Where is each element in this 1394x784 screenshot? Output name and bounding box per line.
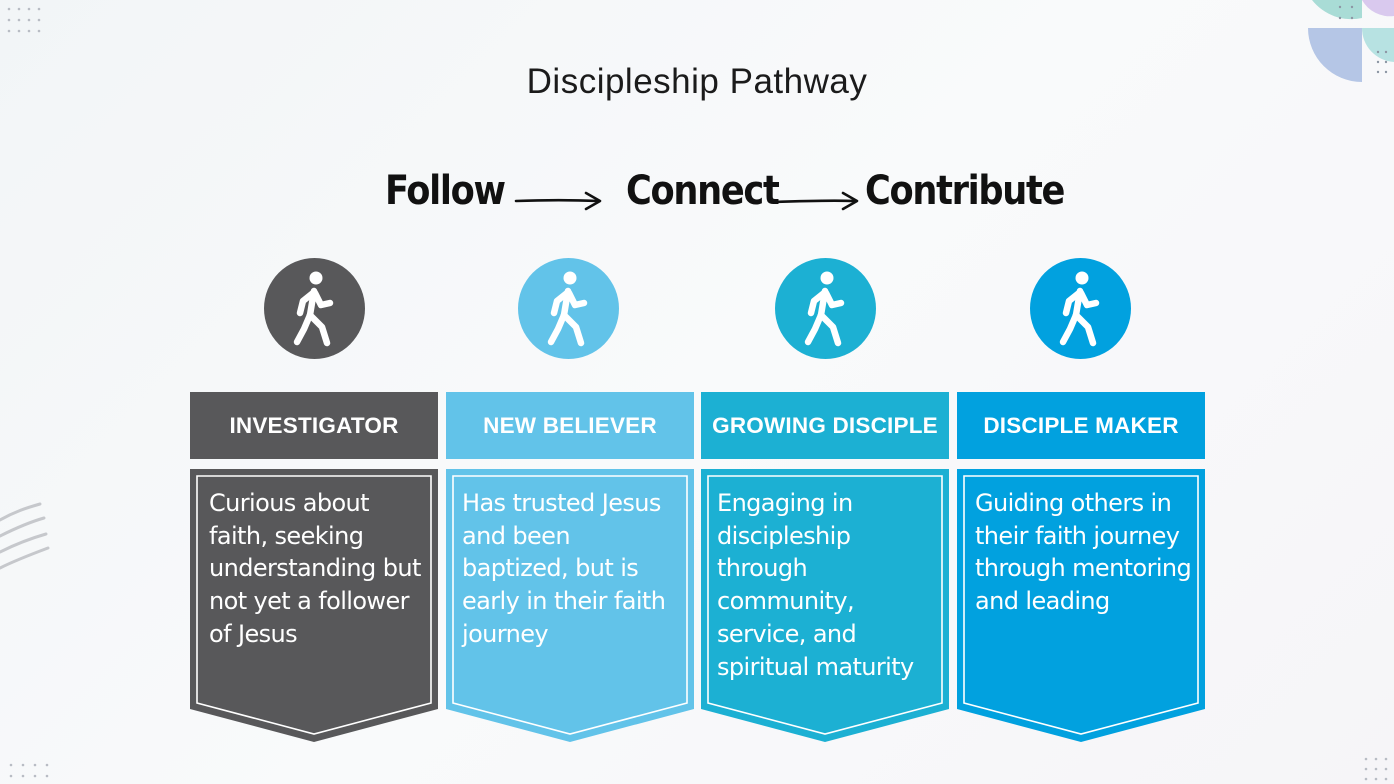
decorative-dots-bottom-right [1364,757,1388,781]
stage-description: Guiding others in their faith journey th… [975,489,1192,616]
stage-header-disciple-maker: DISCIPLE MAKER [957,392,1205,459]
stage-description: Engaging in discipleship through communi… [717,489,914,681]
stage-header-growing-disciple: GROWING DISCIPLE [701,392,949,459]
stage-card-growing-disciple: Engaging in discipleship through communi… [701,469,949,742]
flow-step-connect: Connect [626,168,780,214]
stage-icon-growing-disciple [775,258,876,359]
stage-card-disciple-maker: Guiding others in their faith journey th… [957,469,1205,742]
page-title: Discipleship Pathway [526,62,868,101]
decorative-waves-left [0,502,50,570]
stage-icon-investigator [264,258,365,359]
decorative-shapes-top-right [1308,0,1394,82]
walking-person-icon [293,271,333,346]
walking-person-icon [547,271,587,346]
arrow-right-icon [514,191,602,211]
walking-person-icon [804,271,844,346]
arrow-right-icon [771,191,859,211]
walking-person-icon [1059,271,1099,346]
stage-icon-disciple-maker [1030,258,1131,359]
stage-card-investigator: Curious about faith, seeking understandi… [190,469,438,742]
stage-card-new-believer: Has trusted Jesus and been baptized, but… [446,469,694,742]
stage-description: Has trusted Jesus and been baptized, but… [462,489,666,648]
decorative-dots-top-left [7,7,41,33]
stage-icon-new-believer [518,258,619,359]
flow-step-contribute: Contribute [865,168,1065,214]
flow-step-follow: Follow [385,168,506,214]
stage-header-investigator: INVESTIGATOR [190,392,438,459]
decorative-dots-bottom-left [9,763,49,778]
stage-description: Curious about faith, seeking understandi… [209,489,421,648]
stage-header-new-believer: NEW BELIEVER [446,392,694,459]
